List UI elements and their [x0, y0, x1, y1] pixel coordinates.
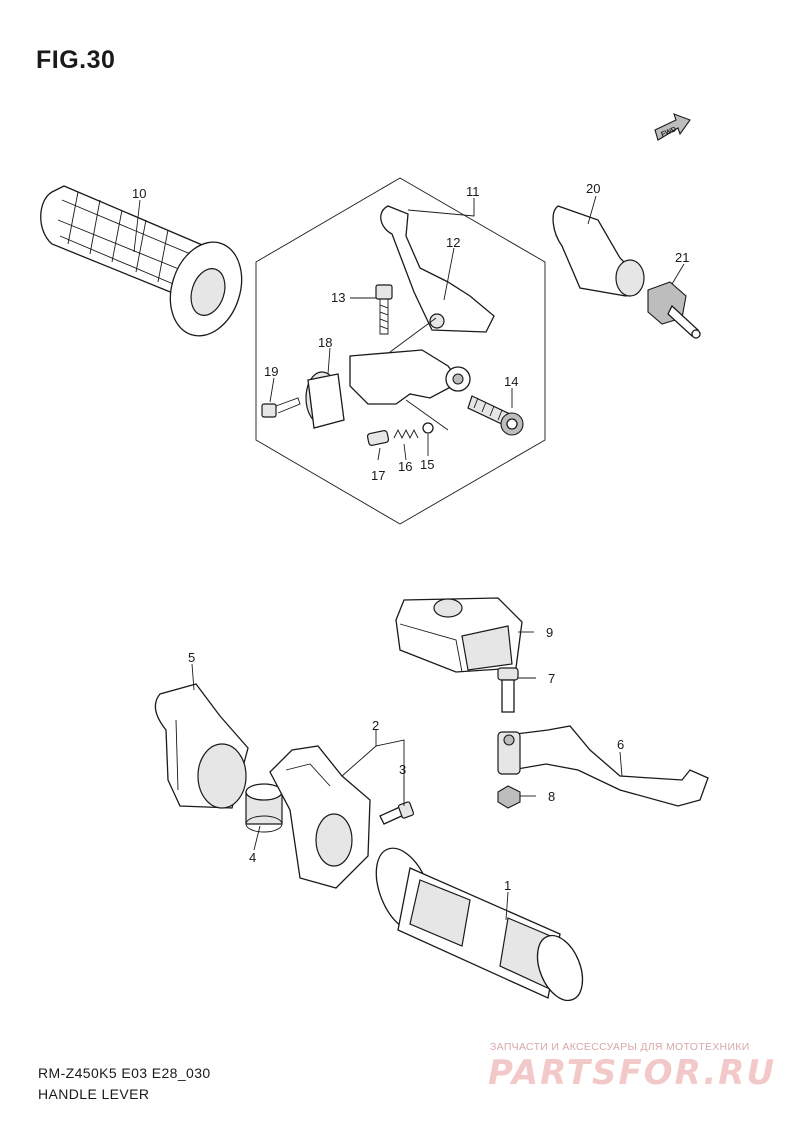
bolt-part-19 [261, 397, 301, 418]
collar-part-4 [245, 783, 283, 833]
screw-part-3 [379, 801, 415, 825]
callout-9: 9 [546, 625, 553, 640]
clutch-assembly-frame [255, 177, 546, 525]
left-grip-part-10 [40, 185, 243, 337]
lever-bracket-part-18 [305, 349, 471, 429]
callout-1: 1 [504, 878, 511, 893]
lever-cover-part-20 [552, 205, 645, 297]
callout-8: 8 [548, 789, 555, 804]
pivot-bolt-part-7 [497, 667, 519, 713]
callout-7: 7 [548, 671, 555, 686]
figure-title: FIG.30 [36, 46, 116, 74]
throttle-cover-part-5 [154, 683, 249, 809]
callout-21: 21 [675, 250, 689, 265]
watermark-logo: PARTSFOR.RU [488, 1053, 777, 1093]
forward-arrow-icon: FWD [654, 113, 691, 141]
leader-lines [133, 195, 685, 921]
callout-20: 20 [586, 181, 600, 196]
clutch-lever-part-11 [380, 205, 495, 333]
right-grip-part-1 [375, 847, 584, 1002]
cable-adjuster-part-14 [467, 395, 524, 436]
hot-start-cover-part-9 [395, 597, 523, 673]
throttle-housing-part-2 [269, 745, 371, 889]
callout-6: 6 [617, 737, 624, 752]
callout-13: 13 [331, 290, 345, 305]
adjuster-nut-part-21 [647, 281, 701, 339]
adjuster-spring-set [366, 422, 434, 446]
callout-2: 2 [372, 718, 379, 733]
callout-17: 17 [371, 468, 385, 483]
callout-5: 5 [188, 650, 195, 665]
callout-18: 18 [318, 335, 332, 350]
callout-15: 15 [420, 457, 434, 472]
bolt-part-13 [375, 284, 393, 335]
callout-11: 11 [466, 184, 480, 199]
callout-16: 16 [398, 459, 412, 474]
diagram-code: RM-Z450K5 E03 E28_030 [38, 1065, 211, 1081]
callout-4: 4 [249, 850, 256, 865]
watermark-tagline: ЗАПЧАСТИ И АКСЕССУАРЫ ДЛЯ МОТОТЕХНИКИ [490, 1041, 750, 1053]
callout-19: 19 [264, 364, 278, 379]
callout-12: 12 [446, 235, 460, 250]
callout-10: 10 [132, 186, 146, 201]
callout-14: 14 [504, 374, 518, 389]
hot-start-lever-part-6 [497, 725, 709, 807]
callout-3: 3 [399, 762, 406, 777]
diagram-caption: HANDLE LEVER [38, 1086, 150, 1102]
nut-part-8 [497, 785, 521, 809]
